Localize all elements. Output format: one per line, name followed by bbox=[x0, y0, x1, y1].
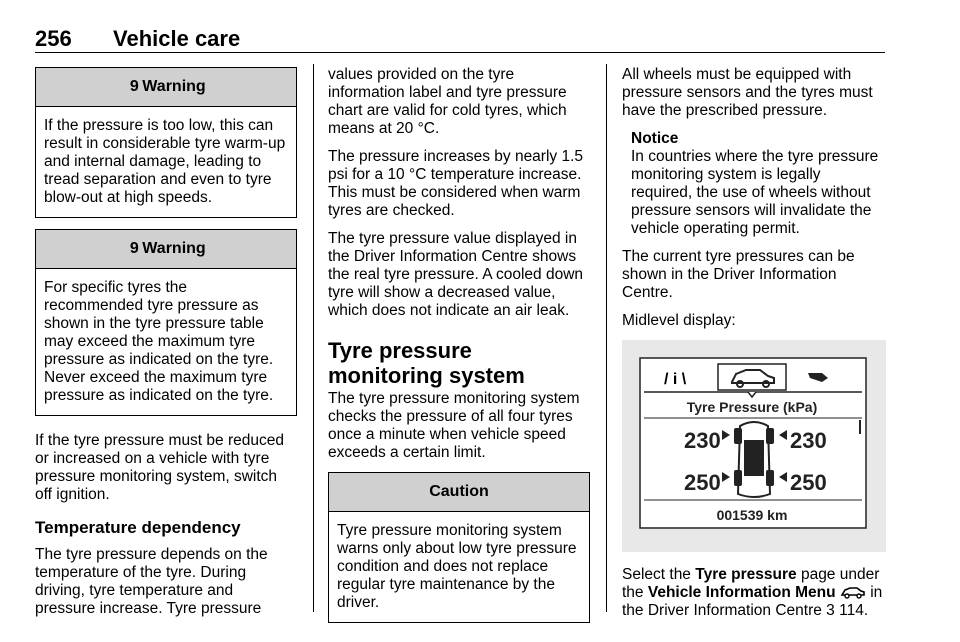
warning-text: For specific tyres the recommended tyre … bbox=[44, 279, 274, 404]
column-2: values provided on the tyre information … bbox=[328, 66, 590, 623]
notice: Notice In countries where the tyre press… bbox=[631, 130, 884, 238]
front-right-pressure: 230 bbox=[790, 428, 827, 453]
car-tab-icon bbox=[731, 369, 775, 388]
section-heading: Temperature dependency bbox=[35, 518, 241, 537]
page-reference: 114. bbox=[834, 602, 869, 619]
paragraph: values provided on the tyre information … bbox=[328, 66, 567, 137]
paragraph: Midlevel display: bbox=[622, 312, 736, 329]
page-header: 256 Vehicle care bbox=[35, 24, 885, 53]
caution-text: Tyre pressure monitoring system warns on… bbox=[337, 522, 577, 611]
front-right-arrow bbox=[779, 430, 787, 440]
menu-name: Vehicle Information Menu bbox=[647, 584, 836, 601]
car-top-view-icon bbox=[734, 421, 774, 498]
caution-box: Caution Tyre pressure monitoring system … bbox=[328, 472, 590, 623]
caution-title: Caution bbox=[329, 473, 589, 512]
section-heading: Tyre pressure monitoring system bbox=[328, 338, 525, 388]
paragraph: The tyre pressure monitoring system chec… bbox=[328, 390, 580, 461]
info-tab-icon: / i \ bbox=[664, 371, 687, 388]
warning-title: Warning bbox=[142, 78, 206, 95]
page-number: 256 bbox=[35, 26, 72, 51]
front-left-arrow bbox=[722, 430, 730, 440]
warning-title: Warning bbox=[142, 240, 206, 257]
page-reference-icon: 3 bbox=[826, 602, 835, 619]
paragraph: The pressure increases by nearly 1.5 psi… bbox=[328, 148, 584, 219]
front-left-pressure: 230 bbox=[684, 428, 721, 453]
column-divider bbox=[606, 64, 607, 612]
column-divider bbox=[313, 64, 314, 612]
warning-icon: 9 bbox=[129, 78, 139, 95]
text-run: in the Driver Information Centre bbox=[622, 584, 883, 619]
vehicle-tab bbox=[717, 363, 787, 391]
paragraph: All wheels must be equipped with pressur… bbox=[622, 66, 873, 119]
rear-right-pressure: 250 bbox=[790, 470, 827, 495]
paragraph: The tyre pressure depends on the tempera… bbox=[35, 546, 268, 617]
page-title: Vehicle care bbox=[113, 26, 241, 51]
paragraph: Select the Tyre pressure page under the … bbox=[622, 566, 884, 620]
warning-icon: 9 bbox=[129, 240, 139, 257]
paragraph: The current tyre pressures can be shown … bbox=[622, 248, 855, 301]
rear-right-arrow bbox=[779, 472, 787, 482]
column-3: All wheels must be equipped with pressur… bbox=[622, 66, 886, 630]
pen-tab-icon bbox=[808, 373, 828, 382]
paragraph: The tyre pressure value displayed in the… bbox=[328, 230, 584, 319]
warning-text: If the pressure is too low, this can res… bbox=[44, 117, 286, 206]
rear-left-pressure: 250 bbox=[684, 470, 721, 495]
paragraph: If the tyre pressure must be reduced or … bbox=[35, 432, 284, 503]
tyre-pressure-display: / i \ Tyre Pressure (kPa) 230 230 250 25… bbox=[622, 340, 886, 552]
text-run: page under the bbox=[622, 566, 880, 601]
text-run: Select the bbox=[622, 566, 696, 583]
display-illustration: / i \ Tyre Pressure (kPa) 230 230 250 25… bbox=[639, 357, 867, 529]
notice-text: In countries where the tyre pressure mon… bbox=[631, 148, 879, 237]
vehicle-menu-icon bbox=[840, 587, 865, 599]
rear-left-arrow bbox=[722, 472, 730, 482]
notice-title: Notice bbox=[631, 130, 679, 147]
display-title: Tyre Pressure (kPa) bbox=[687, 399, 817, 415]
odometer: 001539 km bbox=[717, 507, 788, 523]
menu-page-name: Tyre pressure bbox=[695, 566, 797, 583]
scroll-indicator bbox=[859, 420, 861, 434]
